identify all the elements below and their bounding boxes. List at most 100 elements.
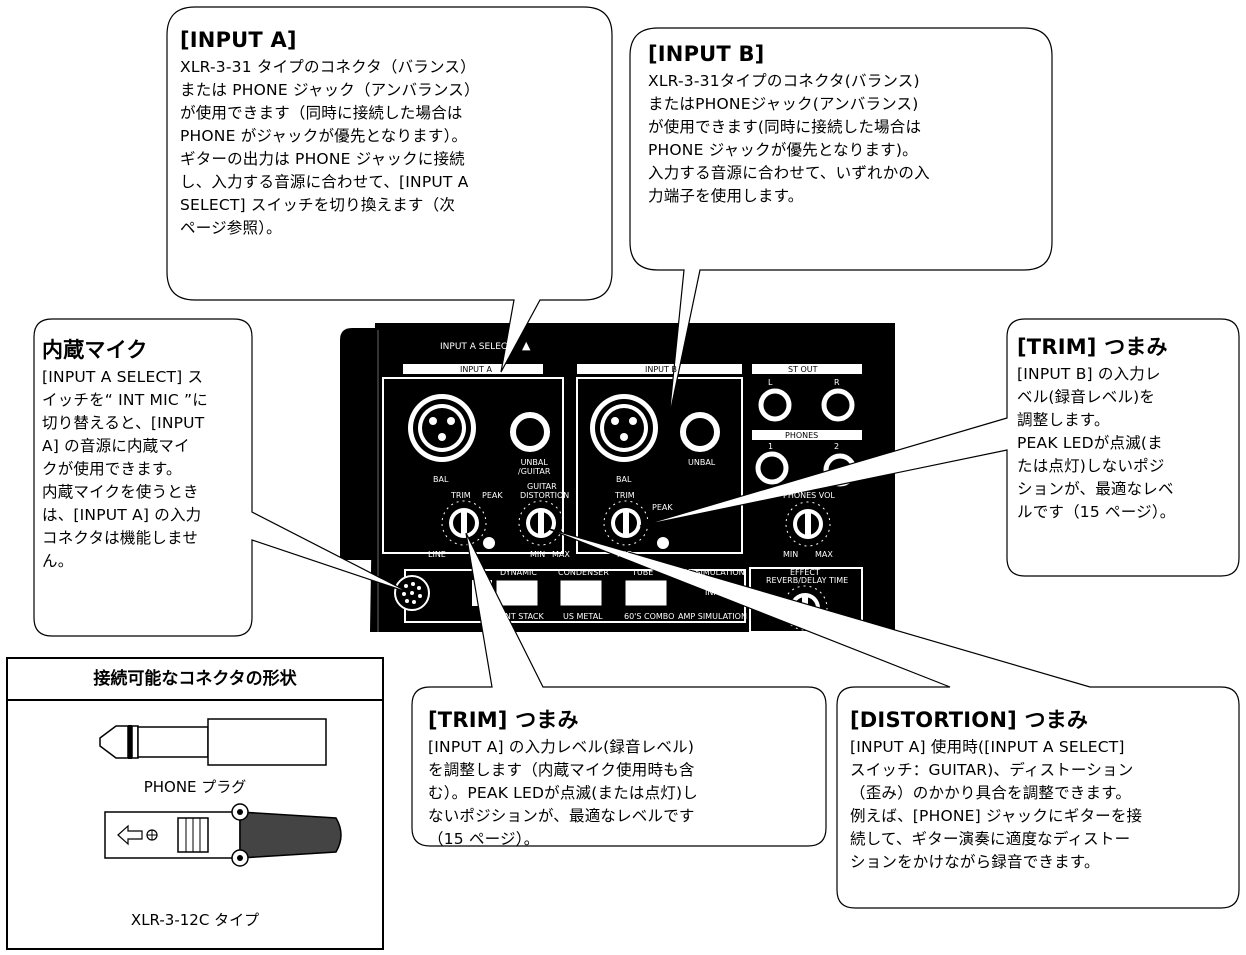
callout-trim-b-line: ルです（15 ページ）。 — [1017, 503, 1176, 521]
panel-dynamic-label: DYNAMIC — [500, 568, 537, 577]
callout-distortion-line: 続して、ギター演奏に適度なディストー — [850, 830, 1131, 848]
callout-builtin-mic-line: A] の音源に内蔵マイ — [42, 437, 190, 455]
panel-dist-max-label: MAX — [552, 550, 570, 559]
callout-input-b-line: 入力する音源に合わせて、いずれかの入 — [648, 164, 930, 182]
callout-builtin-mic-line: イッチを“ INT MIC ”に — [42, 391, 208, 409]
callout-trim-b-line: 調整します。 — [1017, 411, 1110, 429]
panel-input-a-label: INPUT A — [460, 365, 492, 374]
callout-input-a-line: し、入力する音源に合わせて、[INPUT A — [180, 173, 469, 191]
panel-unbal-guitar-label: UNBAL /GUITAR — [518, 458, 551, 476]
panel-arrow-up-icon: ▲ — [522, 339, 531, 352]
callout-builtin-mic-line: 切り替えると、[INPUT — [42, 414, 205, 432]
device-panel — [340, 323, 895, 633]
callout-distortion-line: ションをかけながら録音できます。 — [850, 853, 1100, 871]
panel-distortion-label: DISTORTION — [520, 491, 570, 500]
phones-vol-knob — [785, 501, 831, 547]
callout-input-a-bubble — [166, 6, 613, 373]
callout-trim-b-line: ベル(録音レベル)を — [1017, 388, 1156, 406]
phone-plug-caption: PHONE プラグ — [143, 778, 247, 796]
panel-st-out-label: ST OUT — [788, 365, 818, 374]
panel-amp-simulation-label: AMP SIMULATION — [678, 612, 747, 621]
xlr-caption: XLR-3-12C タイプ — [130, 911, 260, 929]
panel-phones-label: PHONES — [785, 431, 819, 440]
callout-builtin-mic-line: は、[INPUT A] の入力 — [42, 506, 202, 524]
panel-reverb-delay-label: REVERB/DELAY TIME — [766, 576, 849, 585]
callout-input-a-line: ギターの出力は PHONE ジャックに接続 — [180, 150, 465, 168]
panel-dist-min-label: MIN — [530, 550, 546, 559]
callout-input-a-line: ページ参照）。 — [180, 219, 282, 237]
panel-vol-min-label: MIN — [783, 550, 799, 559]
xlr-input-a-icon — [408, 394, 476, 462]
callout-input-b-title: [INPUT B] — [648, 42, 765, 66]
callout-input-a-line: PHONE がジャックが優先となります）。 — [180, 127, 468, 145]
callout-distortion-line: [INPUT A] 使用時([INPUT A SELECT] — [850, 738, 1125, 756]
callout-input-b-line: が使用できます(同時に接続した場合は — [648, 118, 922, 136]
callout-distortion-line: 例えば、[PHONE] ジャックにギターを接 — [850, 807, 1143, 825]
panel-guitar-label: GUITAR — [527, 482, 557, 491]
callout-trim-a-bubble — [411, 532, 827, 847]
callout-distortion-text: [DISTORTION] つまみ [INPUT A] 使用時([INPUT A … — [850, 706, 1142, 874]
panel-vint-stack-label: VINT STACK — [497, 612, 544, 621]
panel-trim-a-label: TRIM — [451, 491, 471, 500]
callout-trim-a-text: [TRIM] つまみ [INPUT A] の入力レベル(録音レベル) を調整しま… — [428, 706, 698, 851]
panel-peak-a-label: PEAK — [482, 491, 503, 500]
callout-distortion-line: スイッチ：GUITAR)、ディストーション — [850, 761, 1134, 779]
panel-r-label: R — [834, 378, 840, 387]
panel-input-a-select-label: INPUT A SELECT — [440, 342, 513, 352]
callout-trim-a-title: [TRIM] つまみ — [428, 708, 579, 732]
callout-input-b-text: [INPUT B] XLR-3-31タイプのコネクタ(バランス) またはPHON… — [648, 40, 930, 208]
callout-builtin-mic-bubble — [33, 318, 411, 637]
trim-b-knob — [603, 500, 649, 546]
callout-distortion-line: （歪み）のかかり具合を調整できます。 — [850, 784, 1132, 802]
callout-input-b-line: PHONE ジャックが優先となります)。 — [648, 141, 918, 159]
callout-input-a-line: が使用できます（同時に接続した場合は — [180, 104, 463, 122]
panel-60s-combo-label: 60'S COMBO — [624, 612, 675, 621]
callout-distortion-title: [DISTORTION] つまみ — [850, 708, 1089, 732]
connector-types-box: 接続可能なコネクタの形状 PHONE プラグ XLR-3-12C タイプ — [6, 657, 384, 950]
callout-trim-b-line: [INPUT B] の入力レ — [1017, 365, 1161, 383]
callout-builtin-mic-title: 内蔵マイク — [42, 338, 148, 362]
panel-input-a-button-label: INPUT A — [705, 588, 737, 597]
panel-mic-simulation-label: MIC SIMULATION — [678, 568, 745, 577]
callout-trim-a-line: （15 ページ）。 — [428, 830, 540, 848]
callout-trim-b-text: [TRIM] つまみ [INPUT B] の入力レ ベル(録音レベル)を 調整し… — [1017, 333, 1176, 524]
callout-trim-a-line: む）。PEAK LEDが点滅(または点灯)し — [428, 784, 698, 802]
callout-input-b-line: XLR-3-31タイプのコネクタ(バランス) — [648, 72, 920, 90]
panel-input-b-label: INPUT B — [645, 365, 677, 374]
callout-input-a-line: SELECT] スイッチを切り換えます（次 — [180, 196, 456, 214]
panel-phones-vol-label: PHONES VOL — [783, 491, 835, 500]
panel-unbal-b-label: UNBAL — [688, 458, 716, 467]
phone-jack-a-icon — [510, 412, 550, 452]
panel-phones-1-label: 1 — [768, 442, 774, 451]
peak-led-a — [483, 537, 495, 549]
phone-plug-icon — [99, 718, 327, 766]
panel-tube-label: TUBE — [632, 568, 654, 577]
callout-input-a-text: [INPUT A] XLR-3-31 タイプのコネクタ（バランス） または PH… — [180, 26, 480, 240]
panel-effect-label: EFFECT — [790, 568, 820, 577]
callout-trim-b-line: たは点灯)しないポジ — [1017, 457, 1165, 475]
callout-input-a-line: または PHONE ジャック（アンバランス） — [180, 81, 480, 99]
panel-mic-button-label: MIC — [446, 588, 461, 597]
panel-mic-small-label: MIC — [617, 550, 632, 559]
callout-input-a-title: [INPUT A] — [180, 28, 297, 52]
callout-builtin-mic-line: コネクタは機能しませ — [42, 529, 198, 547]
panel-us-metal-label: US METAL — [563, 612, 603, 621]
xlr-input-b-icon — [590, 394, 658, 462]
callout-trim-b-bubble — [639, 318, 1240, 577]
callout-builtin-mic-line: ん。 — [42, 552, 74, 570]
callout-input-b-line: 力端子を使用します。 — [648, 187, 804, 205]
callout-trim-a-line: [INPUT A] の入力レベル(録音レベル) — [428, 738, 695, 756]
trim-a-knob — [441, 500, 487, 546]
panel-trim-b-label: TRIM — [615, 491, 635, 500]
callout-input-a-line: XLR-3-31 タイプのコネクタ（バランス） — [180, 58, 476, 76]
callout-input-b-bubble — [629, 27, 1053, 419]
callout-builtin-mic-line: [INPUT A SELECT] ス — [42, 368, 204, 386]
panel-phones-2-label: 2 — [834, 442, 840, 451]
callout-trim-b-title: [TRIM] つまみ — [1017, 335, 1168, 359]
callout-trim-a-line: ないポジションが、最適なレベルです — [428, 807, 695, 825]
connector-box-title: 接続可能なコネクタの形状 — [8, 659, 382, 701]
panel-l-label: L — [768, 378, 773, 387]
callout-input-b-line: またはPHONEジャック(アンバランス) — [648, 95, 919, 113]
callout-builtin-mic-text: 内蔵マイク [INPUT A SELECT] ス イッチを“ INT MIC ”… — [42, 336, 208, 573]
